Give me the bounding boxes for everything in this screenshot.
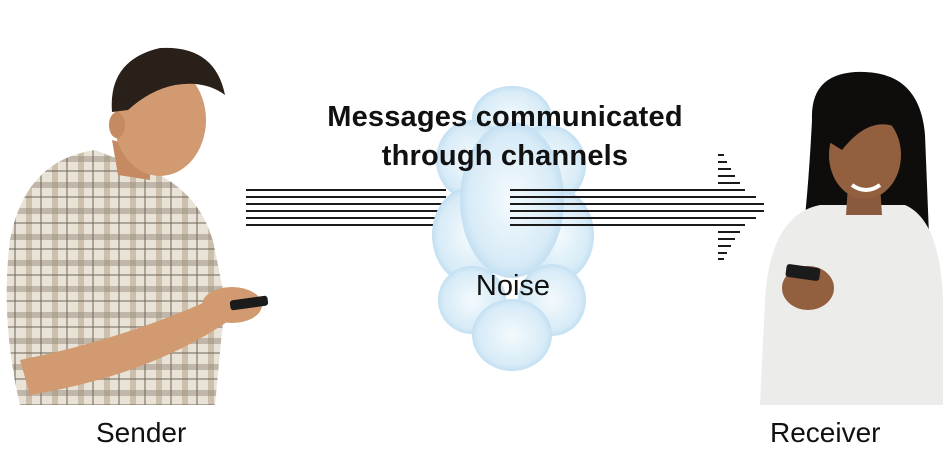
channel-arrow-right	[510, 154, 764, 260]
title-line-2: through channels	[381, 140, 629, 172]
diagram-title: Messages communicated through channels	[0, 98, 943, 176]
receiver-label: Receiver	[770, 417, 881, 448]
sender-label: Sender	[96, 417, 187, 448]
channel-lines-left	[246, 189, 446, 226]
noise-label: Noise	[475, 270, 551, 302]
title-line-1: Messages communicated	[327, 101, 683, 133]
